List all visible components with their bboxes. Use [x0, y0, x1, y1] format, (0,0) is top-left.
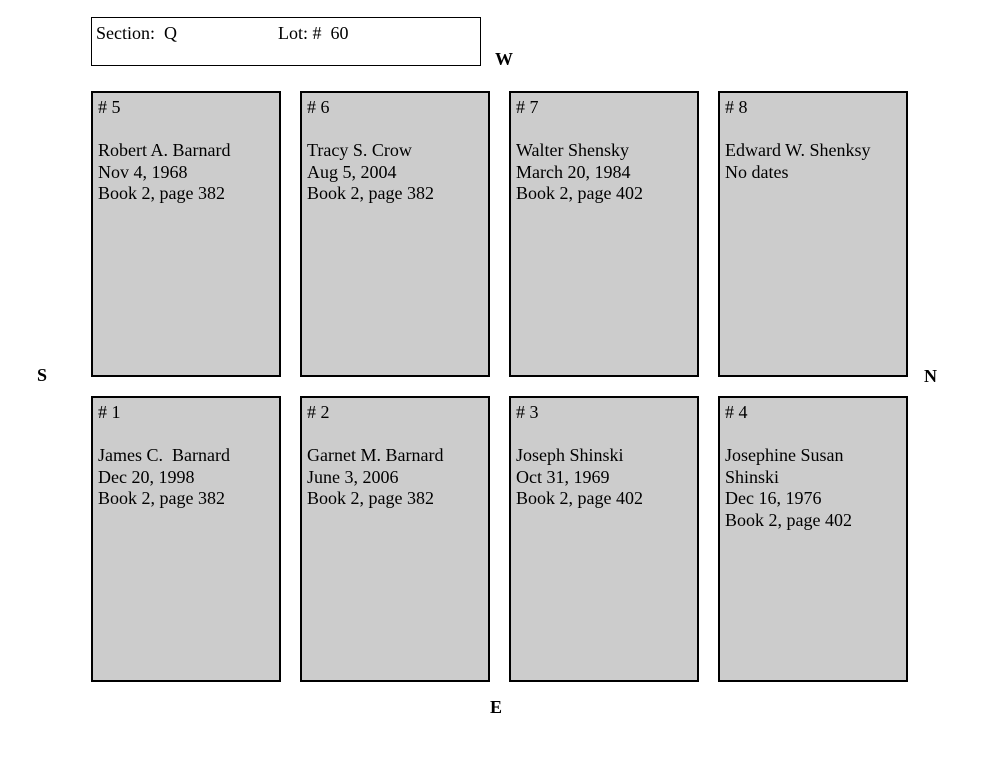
compass-north: N — [924, 366, 937, 386]
plot-number: # 4 — [725, 402, 748, 422]
plot-number: # 3 — [516, 402, 539, 422]
plot-name: James C. Barnard — [98, 445, 230, 465]
plot-name: Edward W. Shenksy — [725, 140, 871, 160]
compass-west: W — [495, 49, 513, 69]
plot-2: # 2 Garnet M. Barnard June 3, 2006 Book … — [300, 396, 490, 682]
plot-record: Book 2, page 402 — [516, 183, 643, 203]
plot-name: Walter Shensky — [516, 140, 630, 160]
plot-date: No dates — [725, 161, 789, 182]
plot-name: Josephine Susan — [725, 445, 844, 465]
plot-5: # 5 Robert A. Barnard Nov 4, 1968 Book 2… — [91, 91, 281, 377]
compass-east: E — [490, 697, 503, 717]
plot-number: # 2 — [307, 402, 330, 422]
plot-6: # 6 Tracy S. Crow Aug 5, 2004 Book 2, pa… — [300, 91, 490, 377]
plot-4: # 4 Josephine Susan Shinski Dec 16, 1976… — [718, 396, 908, 682]
lot-label: Lot: # 60 — [278, 23, 349, 43]
plot-name-cont: Shinski — [725, 466, 780, 487]
plot-number: # 7 — [516, 97, 539, 117]
plot-name: Robert A. Barnard — [98, 140, 231, 160]
section-lot-header: Section: Q Lot: # 60 — [91, 17, 481, 66]
plot-date: Nov 4, 1968 — [98, 161, 188, 182]
plot-record: Book 2, page 402 — [725, 509, 852, 530]
section-label: Section: Q — [96, 23, 177, 43]
plot-3: # 3 Joseph Shinski Oct 31, 1969 Book 2, … — [509, 396, 699, 682]
plot-record: Book 2, page 382 — [98, 183, 225, 203]
plot-record: Book 2, page 382 — [307, 488, 434, 508]
plot-number: # 8 — [725, 97, 748, 117]
plot-record: Book 2, page 402 — [516, 488, 643, 508]
plot-date: Aug 5, 2004 — [307, 161, 397, 182]
plot-date: Dec 20, 1998 — [98, 466, 195, 487]
plot-number: # 6 — [307, 97, 330, 117]
plot-7: # 7 Walter Shensky March 20, 1984 Book 2… — [509, 91, 699, 377]
compass-south: S — [37, 365, 48, 385]
plot-date: March 20, 1984 — [516, 161, 631, 182]
plot-number: # 5 — [98, 97, 121, 117]
plot-number: # 1 — [98, 402, 121, 422]
plot-date: June 3, 2006 — [307, 466, 399, 487]
plot-date: Dec 16, 1976 — [725, 488, 822, 508]
plot-8: # 8 Edward W. Shenksy No dates — [718, 91, 908, 377]
plot-record: Book 2, page 382 — [98, 488, 225, 508]
plot-name: Tracy S. Crow — [307, 140, 412, 160]
plot-name: Joseph Shinski — [516, 445, 624, 465]
plot-record: Book 2, page 382 — [307, 183, 434, 203]
plot-name: Garnet M. Barnard — [307, 445, 444, 465]
plot-date: Oct 31, 1969 — [516, 466, 610, 487]
plot-1: # 1 James C. Barnard Dec 20, 1998 Book 2… — [91, 396, 281, 682]
